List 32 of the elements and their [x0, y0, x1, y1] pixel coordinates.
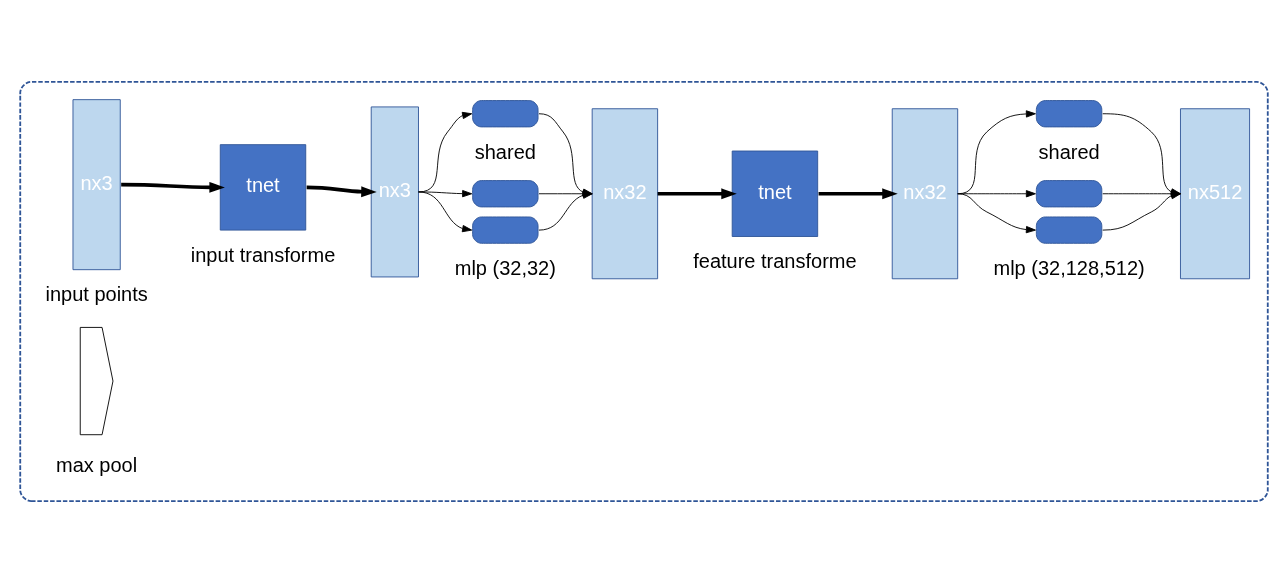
label: shared	[474, 140, 536, 163]
node-label: input transforme	[190, 243, 336, 266]
node-label: feature transforme	[693, 249, 857, 272]
node-box: nx512	[1180, 108, 1251, 280]
node-box: nx3	[370, 106, 419, 278]
cluster	[19, 81, 1269, 502]
arrow	[418, 191, 473, 233]
node-box: tnet	[731, 150, 819, 237]
node-box	[472, 216, 539, 244]
node-box: nx3	[72, 99, 121, 271]
label: shared	[1038, 140, 1100, 163]
node-box: nx32	[591, 108, 659, 280]
arrow	[818, 188, 898, 200]
node-box	[1035, 180, 1103, 208]
arrow	[957, 193, 1036, 234]
label: mlp (32,32)	[454, 257, 556, 280]
node-chevron	[79, 326, 114, 436]
node-label: max pool	[56, 453, 138, 476]
arrow	[957, 110, 1036, 195]
node-label: input points	[45, 282, 148, 305]
arrow	[418, 111, 473, 193]
label: mlp (32,128,512)	[993, 257, 1145, 280]
arrow	[418, 190, 473, 198]
node-box	[472, 180, 539, 208]
arrow	[306, 185, 377, 198]
arrow	[121, 181, 225, 193]
node-box	[1035, 216, 1103, 244]
arrow	[657, 188, 737, 200]
node-box: nx32	[891, 108, 959, 280]
node-box: tnet	[219, 144, 307, 231]
node-box	[472, 100, 539, 128]
node-box	[1035, 100, 1103, 128]
